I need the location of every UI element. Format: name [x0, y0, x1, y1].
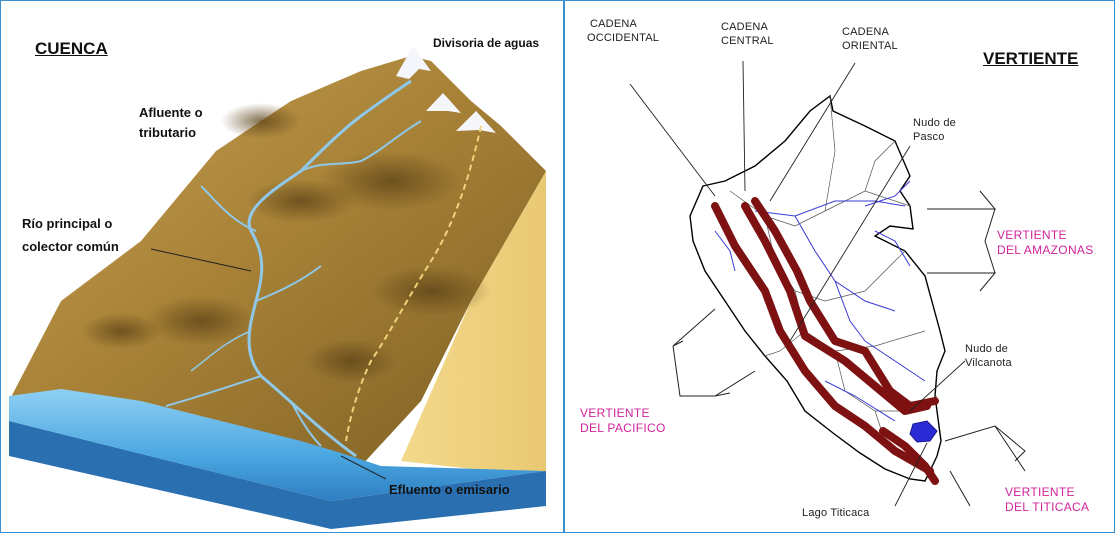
nudo-pasco-label-line2: Pasco: [913, 131, 945, 144]
cuenca-illustration: [1, 1, 563, 532]
nudo-vilcanota-label-line2: Vilcanota: [965, 357, 1012, 370]
cadena-oriental-label-line2: ORIENTAL: [842, 40, 898, 53]
ridge-shadow: [221, 103, 301, 139]
ridge-shadow: [81, 313, 161, 349]
vertiente-panel: VERTIENTE CADENA OCCIDENTAL CADENA CENTR…: [565, 1, 1114, 532]
cadena-occidental-label-line1: CADENA: [590, 18, 637, 31]
afluente-label-line2: tributario: [139, 123, 196, 143]
vertiente-pacifico-label-line2: DEL PACIFICO: [580, 421, 666, 435]
vertiente-titicaca-label-line1: VERTIENTE: [1005, 485, 1075, 499]
cadena-occidental-label-line2: OCCIDENTAL: [587, 32, 659, 45]
cuenca-panel: CUENCA Divisoria de aguas Afluente o tri…: [1, 1, 563, 532]
nudo-pasco-label-line1: Nudo de: [913, 117, 956, 130]
rio-principal-label-line1: Río principal o: [22, 214, 112, 234]
vertiente-amazonas-label-line2: DEL AMAZONAS: [997, 243, 1094, 257]
ridge-shadow: [371, 266, 491, 316]
afluente-label-line1: Afluente o: [139, 103, 203, 123]
vertiente-titicaca-label-line2: DEL TITICACA: [1005, 500, 1089, 514]
cadena-central-label-line1: CADENA: [721, 21, 768, 34]
cuenca-title: CUENCA: [35, 39, 108, 59]
lago-titicaca-label: Lago Titicaca: [802, 507, 869, 520]
nudo-vilcanota-label-line1: Nudo de: [965, 343, 1008, 356]
ridge-shadow: [146, 296, 256, 346]
efluente-label: Efluento o emisario: [389, 480, 510, 500]
rio-principal-label-line2: colector común: [22, 237, 119, 257]
vertiente-title: VERTIENTE: [983, 49, 1078, 69]
peru-map: [565, 1, 1114, 532]
vertiente-amazonas-label-line1: VERTIENTE: [997, 228, 1067, 242]
cadena-central-label-line2: CENTRAL: [721, 35, 774, 48]
divisoria-label: Divisoria de aguas: [433, 33, 539, 53]
ridge-shadow: [306, 339, 396, 383]
cadena-oriental-label-line1: CADENA: [842, 26, 889, 39]
peru-outline: [690, 96, 945, 481]
vertiente-pacifico-label-line1: VERTIENTE: [580, 406, 650, 420]
